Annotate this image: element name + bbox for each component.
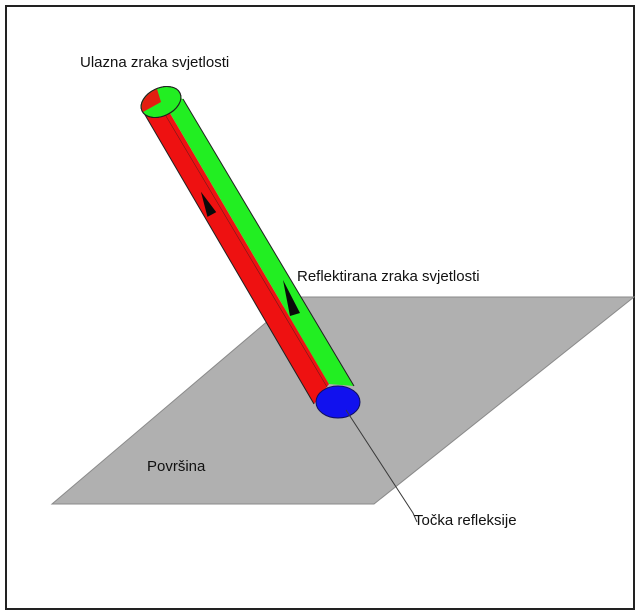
reflected-ray-arrow [283, 280, 300, 316]
reflection-point-label: Točka refleksije [414, 512, 517, 529]
reflection-point [315, 385, 361, 419]
tube-edge-right [182, 98, 355, 387]
reflected-ray-label: Reflektirana zraka svjetlosti [297, 268, 480, 285]
surface-label: Površina [147, 458, 206, 475]
reflection-point-leader [345, 409, 418, 523]
incoming-ray-label: Ulazna zraka svjetlosti [80, 54, 229, 71]
tube-edge-left [140, 107, 315, 405]
incoming-ray-arrow [200, 191, 217, 217]
incoming-ray [141, 91, 329, 404]
tube-seam [159, 105, 331, 393]
reflected-ray [157, 91, 354, 386]
tube-top-cap [140, 86, 182, 118]
